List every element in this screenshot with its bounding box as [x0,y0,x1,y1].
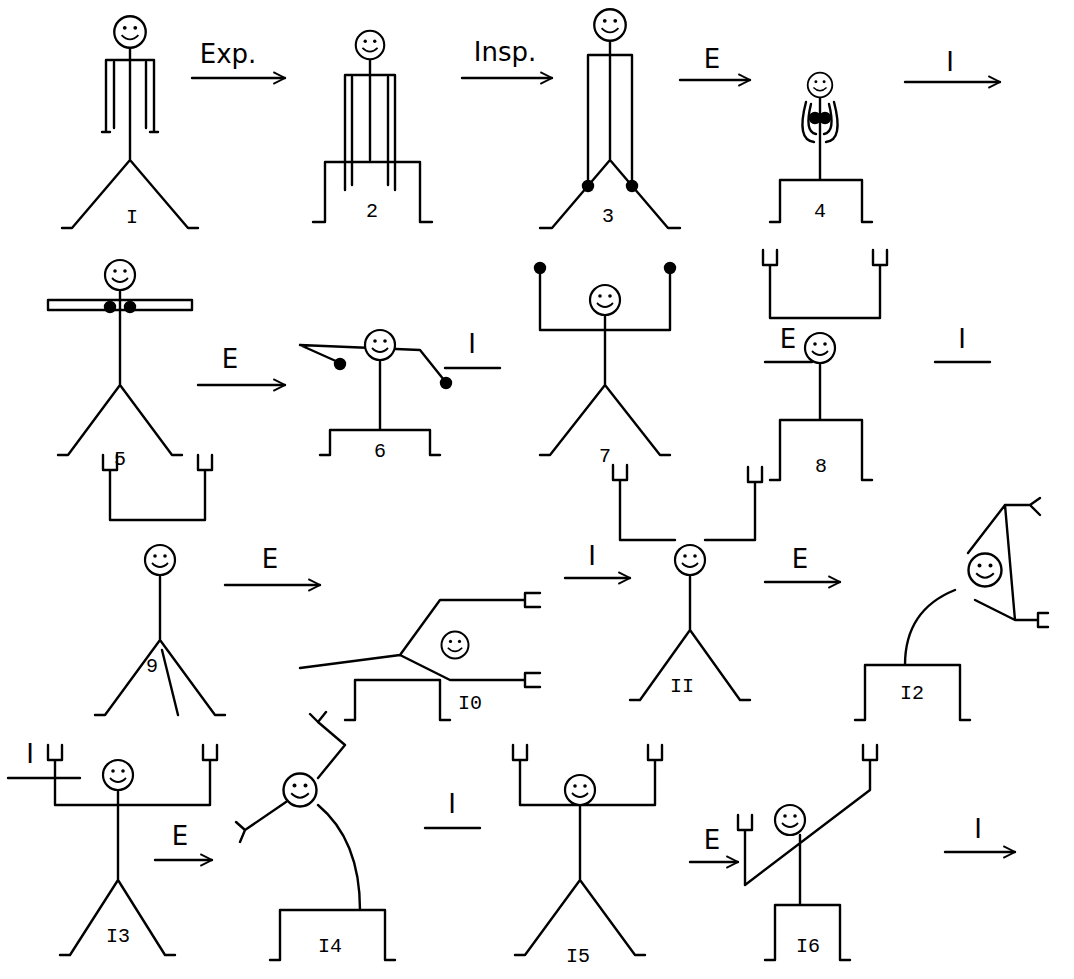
underline [935,361,990,363]
breath-label: E [792,545,808,575]
figure-number: 4 [814,200,826,223]
stick-figure [48,290,192,455]
stick-figure [535,263,675,455]
stick-figure [300,593,540,720]
breath-label: Insp. [474,38,536,68]
stick-figure [738,745,877,960]
underline [765,361,812,363]
arrow [198,384,285,386]
figure-number: I0 [458,692,482,715]
stick-figure [95,455,225,715]
figure-number: I5 [566,945,590,968]
breath-label: E [704,45,720,75]
arrow [680,79,750,81]
figure-number: 8 [815,455,827,478]
breath-label: E [262,545,278,575]
stick-figure [763,250,887,480]
arrow [462,77,552,79]
figure-number: 5 [114,448,126,471]
arrow [565,577,630,579]
stick-figure [300,345,451,455]
breath-label: Exp. [200,40,257,70]
breath-label: I [448,790,456,820]
stick-figure [48,745,217,955]
figure-number: I3 [106,925,130,948]
stick-figure [513,745,662,955]
underline [425,827,480,829]
underline [445,367,500,369]
arrow [765,581,840,583]
arrow [155,859,212,861]
breath-label: I [974,815,982,845]
breath-label: I [26,740,34,770]
figure-number: II [670,675,694,698]
stick-figure [855,498,1048,720]
figure-number: I [126,206,138,229]
figure-number: 2 [366,200,378,223]
figure-number: I2 [900,682,924,705]
breath-label: I [958,325,966,355]
stick-figure [770,98,872,222]
breath-label: E [222,345,238,375]
breath-label: E [780,325,796,355]
arrow [225,584,320,586]
figure-number: 9 [146,655,158,678]
breath-label: E [704,826,720,856]
underline [8,777,80,779]
figure-number: 3 [602,205,614,228]
arrow [945,851,1015,853]
stick-figure [613,465,762,700]
arrow [690,861,738,863]
figure-number: I6 [796,935,820,958]
stick-figure [236,712,395,960]
figure-number: I4 [318,935,342,958]
stick-figure [313,59,432,222]
stick-figure-head [103,9,1002,835]
arrow [192,77,285,79]
breath-label: E [172,822,188,852]
stick-figure [62,48,198,228]
figure-number: 6 [374,440,386,463]
breath-label: I [946,48,954,78]
figure-number: 7 [599,445,611,468]
breath-label: I [468,330,476,360]
breath-label: I [588,542,596,572]
arrow [905,81,1000,83]
stick-figure [540,41,680,228]
